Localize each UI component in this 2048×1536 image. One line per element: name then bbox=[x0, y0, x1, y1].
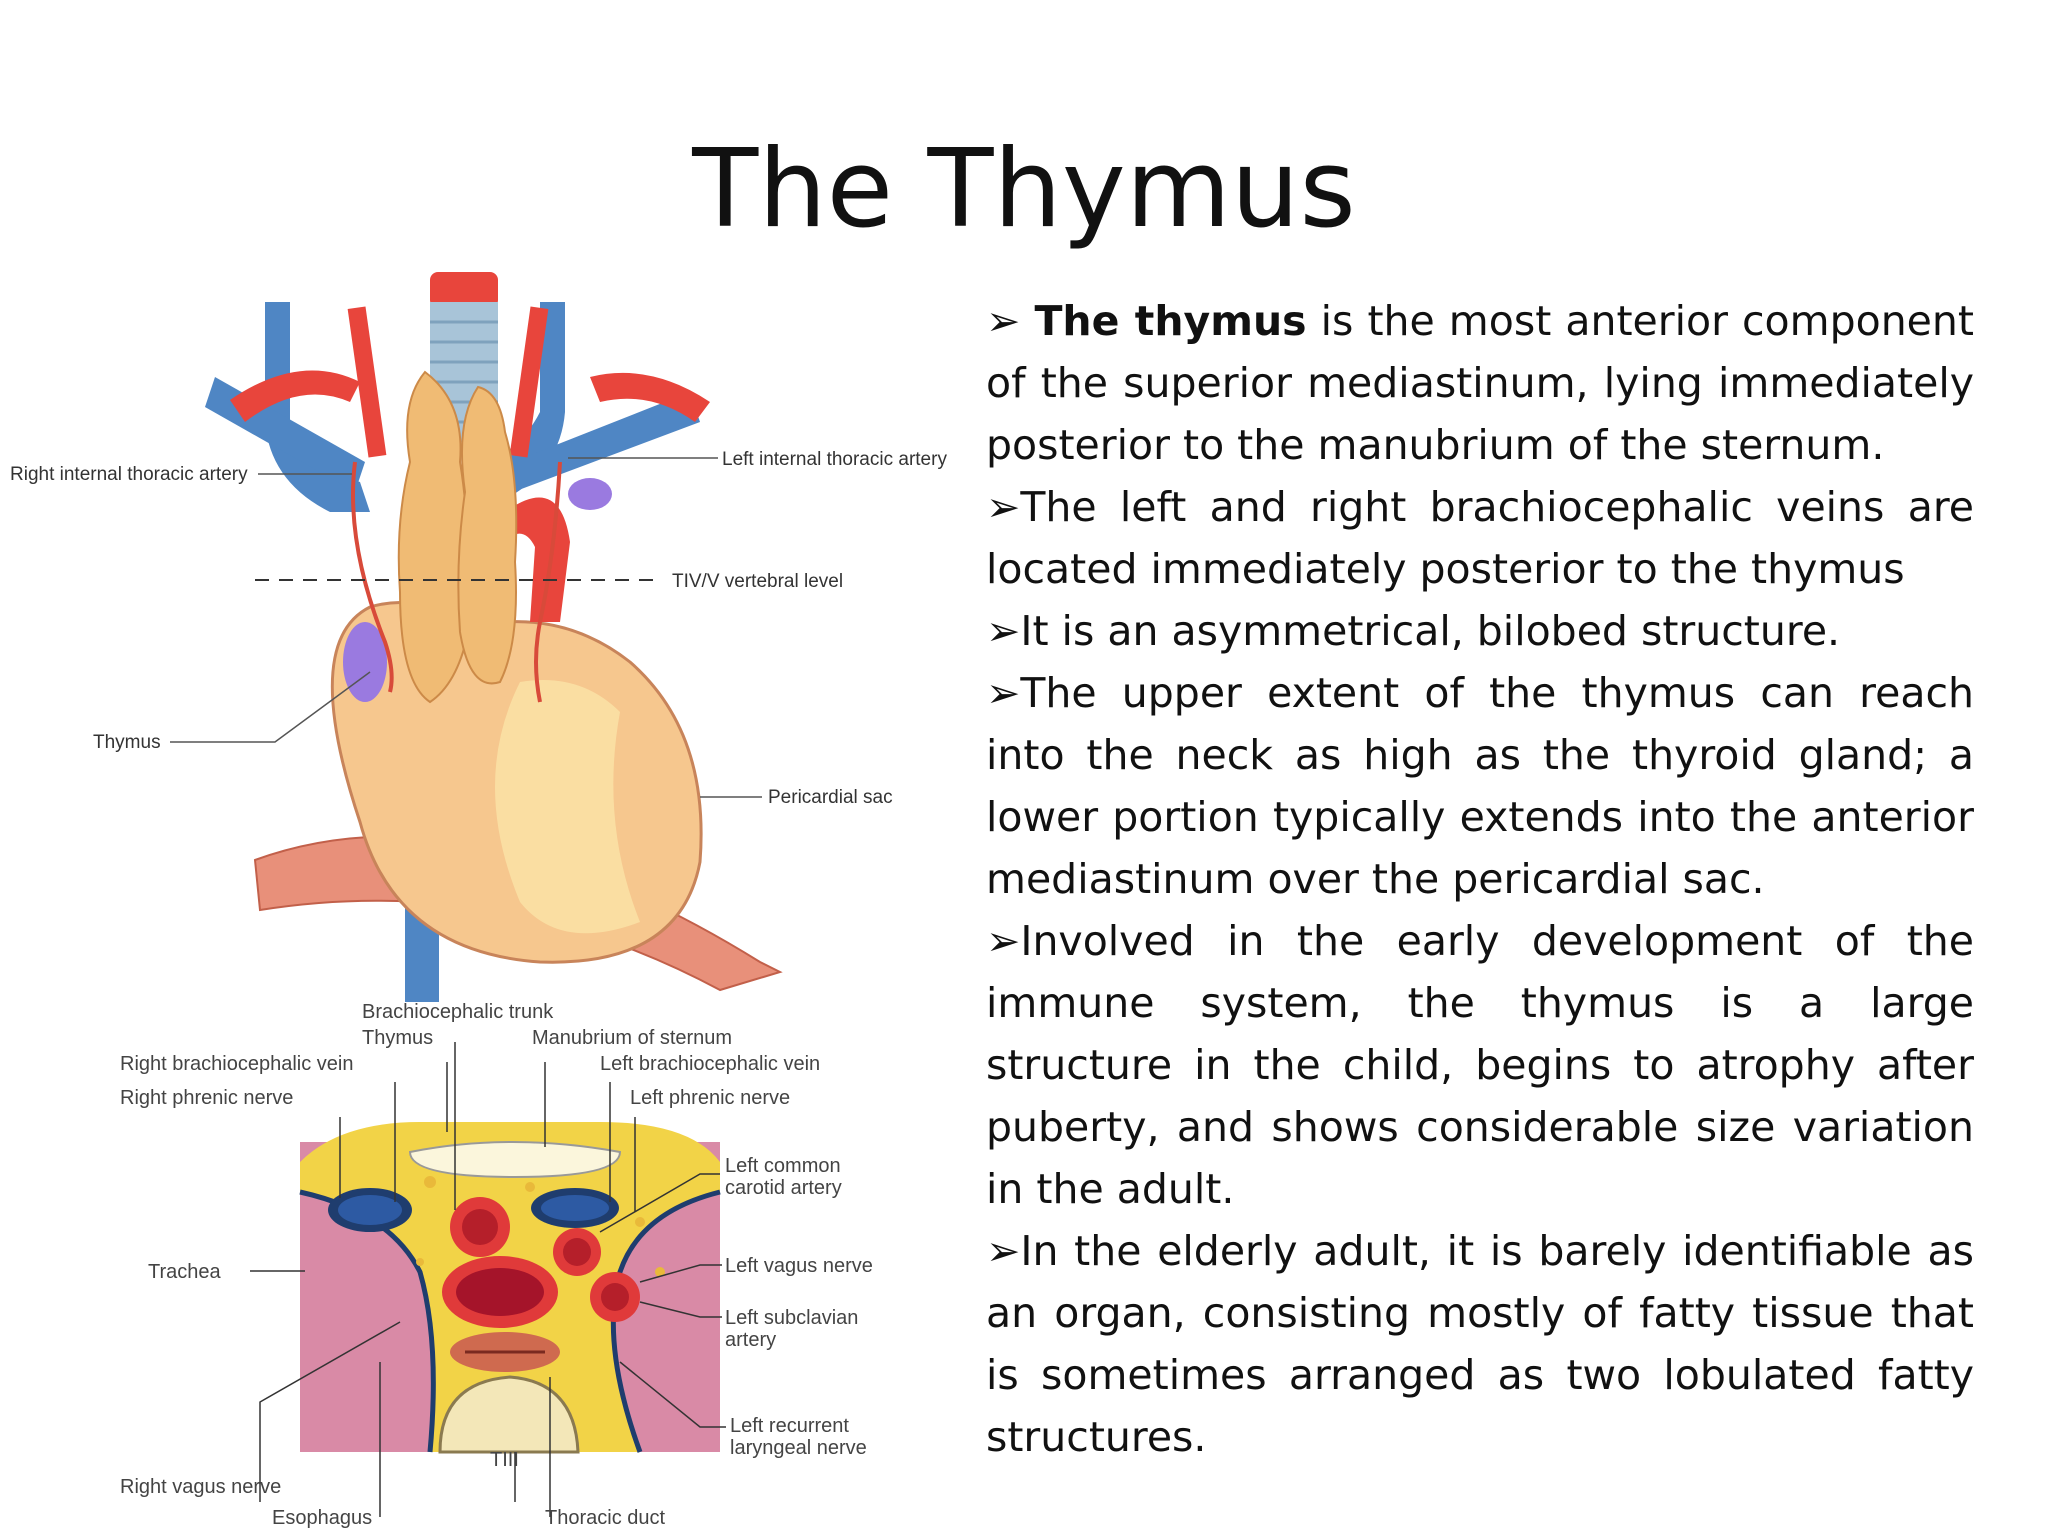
label-right-internal-thoracic-artery: Right internal thoracic artery bbox=[10, 464, 248, 485]
bullet-item: ➢The upper extent of the thymus can reac… bbox=[986, 662, 1974, 910]
label-left-common-carotid-line2: carotid artery bbox=[725, 1177, 842, 1199]
slide-title: The Thymus bbox=[692, 127, 1356, 252]
label-thymus-top: Thymus bbox=[93, 732, 161, 753]
label-right-brachiocephalic-vein: Right brachiocephalic vein bbox=[120, 1053, 353, 1075]
bullet-marker: ➢ bbox=[986, 669, 1021, 717]
bullet-marker: ➢ bbox=[986, 1227, 1021, 1275]
label-right-phrenic-nerve: Right phrenic nerve bbox=[120, 1087, 293, 1109]
bullet-text: is the most anterior component of the su… bbox=[986, 297, 1974, 469]
label-left-recurrent-line2: laryngeal nerve bbox=[730, 1437, 867, 1459]
anatomy-figure: Right internal thoracic artery Left inte… bbox=[0, 262, 960, 1536]
label-trachea: Trachea bbox=[148, 1261, 222, 1283]
label-left-recurrent-line1: Left recurrent bbox=[730, 1415, 849, 1437]
bullet-text: The left and right brachiocephalic veins… bbox=[986, 483, 1974, 593]
bullet-item: ➢The left and right brachiocephalic vein… bbox=[986, 476, 1974, 600]
label-left-subclavian-line2: artery bbox=[725, 1329, 776, 1351]
label-left-common-carotid-line1: Left common bbox=[725, 1155, 841, 1177]
bullet-marker: ➢ bbox=[986, 297, 1021, 345]
bullet-item: ➢In the elderly adult, it is barely iden… bbox=[986, 1220, 1974, 1468]
label-left-subclavian-line1: Left subclavian bbox=[725, 1307, 858, 1329]
bullet-text: The upper extent of the thymus can reach… bbox=[986, 669, 1974, 903]
heart-thymus-illustration: Right internal thoracic artery Left inte… bbox=[10, 272, 947, 1002]
label-thymus-bottom: Thymus bbox=[362, 1027, 433, 1049]
label-brachiocephalic-trunk: Brachiocephalic trunk bbox=[362, 1001, 554, 1023]
bullet-item: ➢Involved in the early development of th… bbox=[986, 910, 1974, 1220]
label-vertebral-level: TIV/V vertebral level bbox=[672, 571, 843, 592]
bullet-text: In the elderly adult, it is barely ident… bbox=[986, 1227, 1974, 1461]
label-esophagus: Esophagus bbox=[272, 1507, 372, 1529]
bullet-marker: ➢ bbox=[986, 917, 1021, 965]
bullet-marker: ➢ bbox=[986, 483, 1021, 531]
label-pericardial-sac: Pericardial sac bbox=[768, 787, 893, 808]
bullet-list: ➢ The thymus is the most anterior compon… bbox=[986, 290, 1974, 1468]
bullet-bold: The thymus bbox=[1034, 297, 1307, 345]
label-right-vagus-nerve: Right vagus nerve bbox=[120, 1476, 281, 1498]
anatomy-illustration: Right internal thoracic artery Left inte… bbox=[10, 272, 947, 1529]
cross-section-illustration: Brachiocephalic trunk Thymus Manubrium o… bbox=[120, 1001, 873, 1529]
label-left-phrenic-nerve: Left phrenic nerve bbox=[630, 1087, 790, 1109]
label-tiii: TIII bbox=[490, 1449, 519, 1471]
label-left-brachiocephalic-vein: Left brachiocephalic vein bbox=[600, 1053, 820, 1075]
bullet-item: ➢It is an asymmetrical, bilobed structur… bbox=[986, 600, 1974, 662]
label-left-internal-thoracic-artery: Left internal thoracic artery bbox=[722, 449, 947, 470]
bullet-text: It is an asymmetrical, bilobed structure… bbox=[1020, 607, 1841, 655]
bullet-marker: ➢ bbox=[986, 607, 1021, 655]
label-left-vagus-nerve: Left vagus nerve bbox=[725, 1255, 873, 1277]
label-thoracic-duct: Thoracic duct bbox=[545, 1507, 665, 1529]
bullet-item: ➢ The thymus is the most anterior compon… bbox=[986, 290, 1974, 476]
label-manubrium: Manubrium of sternum bbox=[532, 1027, 732, 1049]
bullet-text: Involved in the early development of the… bbox=[986, 917, 1974, 1213]
